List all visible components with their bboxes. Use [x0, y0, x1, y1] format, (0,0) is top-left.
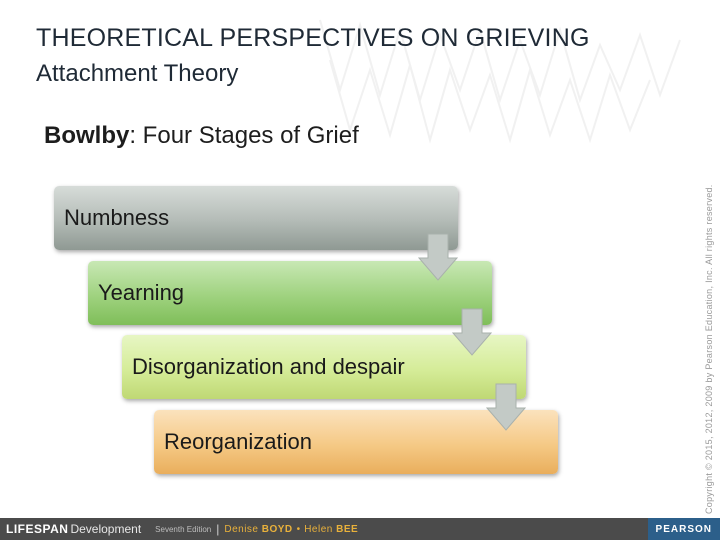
down-arrow-icon: [452, 308, 492, 356]
author-last-name: BOYD: [261, 523, 293, 535]
down-arrow-icon: [486, 383, 526, 431]
stage-box-reorganization: Reorganization: [154, 410, 558, 474]
footer-separator: |: [216, 522, 220, 536]
stage-label: Disorganization and despair: [132, 354, 405, 379]
slide-subtitle: Attachment Theory: [36, 60, 239, 87]
stage-box-numbness: Numbness: [54, 186, 458, 250]
slide-title: THEORETICAL PERSPECTIVES ON GRIEVING: [36, 24, 590, 52]
stage-label: Yearning: [98, 280, 185, 305]
section-heading-author: Bowlby: [44, 122, 130, 149]
copyright-notice: Copyright © 2015, 2012, 2009 by Pearson …: [704, 184, 714, 514]
stage-label: Numbness: [64, 205, 170, 230]
footer-edition: Seventh Edition: [155, 524, 212, 534]
stage-box-disorganization: Disorganization and despair: [122, 335, 526, 399]
footer-bullet: •: [296, 523, 301, 535]
author-first-name: Helen: [304, 523, 333, 535]
author-first-name: Denise: [224, 523, 259, 535]
footer-book-subtitle: Development: [70, 522, 142, 536]
footer-book-title: LIFESPAN: [6, 522, 69, 536]
author-last-name: BEE: [336, 523, 359, 535]
section-heading: Bowlby: Four Stages of Grief: [44, 122, 359, 150]
publisher-logo: PEARSON: [647, 518, 720, 540]
stage-label: Reorganization: [164, 429, 312, 454]
down-arrow-icon: [418, 233, 458, 281]
section-heading-text: : Four Stages of Grief: [129, 122, 359, 149]
footer-author-1: Denise BOYD: [224, 524, 292, 535]
background-texture: [319, 19, 681, 144]
footer-author-2: Helen BEE: [304, 524, 358, 535]
footer-bar: LIFESPAN Development Seventh Edition | D…: [0, 518, 720, 540]
stage-box-yearning: Yearning: [88, 261, 492, 325]
